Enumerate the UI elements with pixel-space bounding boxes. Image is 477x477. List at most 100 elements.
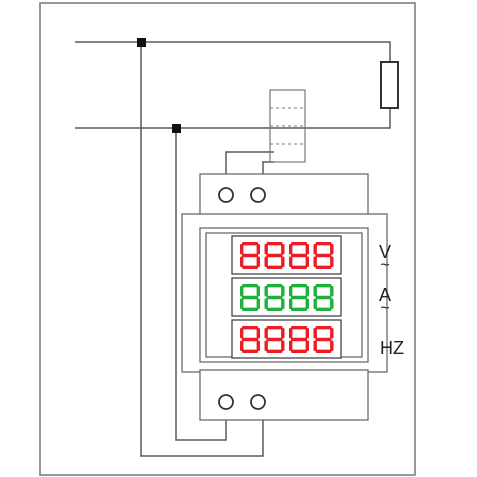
led-segment-d — [291, 349, 307, 353]
led-segment-d — [315, 307, 332, 311]
led-digit — [313, 242, 334, 269]
led-digit — [313, 284, 334, 311]
led-segment-a — [242, 326, 258, 330]
neutral-wire — [75, 108, 391, 129]
led-segment-f — [240, 286, 244, 297]
led-segment-d — [266, 265, 283, 269]
unit-sub-voltage: ~ — [380, 257, 389, 274]
load-resistor — [380, 61, 399, 109]
led-segment-f — [313, 286, 317, 297]
led-segment-b — [305, 244, 309, 255]
terminal-screw-top-left — [218, 187, 234, 203]
led-segment-c — [256, 298, 260, 309]
led-segment-g — [291, 295, 307, 300]
led-segment-b — [281, 244, 285, 255]
led-segment-f — [264, 328, 268, 339]
led-segment-e — [240, 256, 244, 267]
led-segment-b — [256, 286, 260, 297]
led-segment-a — [266, 242, 283, 246]
junction-dot-live — [137, 38, 146, 47]
enclosure-border — [39, 2, 416, 476]
led-segment-g — [266, 253, 283, 258]
led-segment-b — [256, 244, 260, 255]
led-segment-e — [264, 256, 268, 267]
led-segment-g — [266, 337, 283, 342]
led-segment-d — [266, 349, 283, 353]
ct-lead-left — [225, 151, 274, 176]
led-segment-a — [242, 284, 258, 288]
led-segment-a — [291, 284, 307, 288]
led-segment-f — [264, 286, 268, 297]
junction-dot-neutral — [172, 124, 181, 133]
unit-label-current: A — [379, 285, 391, 305]
live-branch-wire — [140, 42, 264, 457]
led-segment-g — [242, 337, 258, 342]
led-row-voltage — [231, 235, 342, 275]
led-segment-d — [242, 349, 258, 353]
neutral-branch-wire — [175, 128, 227, 441]
led-segment-d — [315, 349, 332, 353]
led-segment-a — [291, 326, 307, 330]
terminal-screw-bottom-left — [218, 394, 234, 410]
terminal-screw-top-right — [250, 187, 266, 203]
led-segment-d — [291, 265, 307, 269]
led-segment-a — [315, 242, 332, 246]
led-segment-g — [291, 253, 307, 258]
led-segment-e — [240, 298, 244, 309]
led-digit — [240, 326, 260, 353]
led-segment-e — [313, 256, 317, 267]
led-segment-g — [315, 253, 332, 258]
led-segment-f — [264, 244, 268, 255]
led-segment-e — [264, 340, 268, 351]
led-segment-c — [281, 340, 285, 351]
led-segment-f — [289, 244, 293, 255]
led-segment-b — [305, 328, 309, 339]
led-digit — [264, 326, 285, 353]
led-segment-f — [313, 244, 317, 255]
led-segment-d — [242, 265, 258, 269]
led-segment-e — [313, 298, 317, 309]
led-segment-a — [291, 242, 307, 246]
led-segment-a — [266, 326, 283, 330]
led-row-frequency — [231, 319, 342, 359]
led-segment-f — [313, 328, 317, 339]
led-segment-c — [305, 298, 309, 309]
led-digit — [240, 242, 260, 269]
led-segment-c — [305, 340, 309, 351]
led-digit — [240, 284, 260, 311]
led-segment-d — [291, 307, 307, 311]
led-segment-a — [242, 242, 258, 246]
led-segment-g — [291, 337, 307, 342]
led-segment-d — [242, 307, 258, 311]
led-segment-f — [289, 286, 293, 297]
unit-label-voltage: V — [379, 242, 391, 262]
led-segment-g — [242, 253, 258, 258]
led-segment-c — [305, 256, 309, 267]
led-segment-e — [289, 298, 293, 309]
led-segment-e — [289, 340, 293, 351]
led-digit — [289, 284, 309, 311]
led-segment-b — [330, 244, 334, 255]
led-segment-e — [240, 340, 244, 351]
led-digit — [264, 242, 285, 269]
unit-sub-current: ~ — [380, 300, 389, 317]
led-digit — [264, 284, 285, 311]
led-segment-b — [281, 286, 285, 297]
led-segment-c — [256, 256, 260, 267]
led-segment-a — [315, 326, 332, 330]
led-segment-c — [330, 340, 334, 351]
led-segment-d — [315, 265, 332, 269]
led-segment-d — [266, 307, 283, 311]
live-wire — [75, 41, 391, 62]
led-segment-g — [315, 337, 332, 342]
led-segment-c — [281, 256, 285, 267]
led-segment-g — [266, 295, 283, 300]
led-segment-c — [330, 256, 334, 267]
led-segment-e — [289, 256, 293, 267]
current-transformer — [269, 89, 306, 163]
led-segment-b — [281, 328, 285, 339]
led-segment-c — [330, 298, 334, 309]
led-digit — [313, 326, 334, 353]
led-segment-e — [264, 298, 268, 309]
